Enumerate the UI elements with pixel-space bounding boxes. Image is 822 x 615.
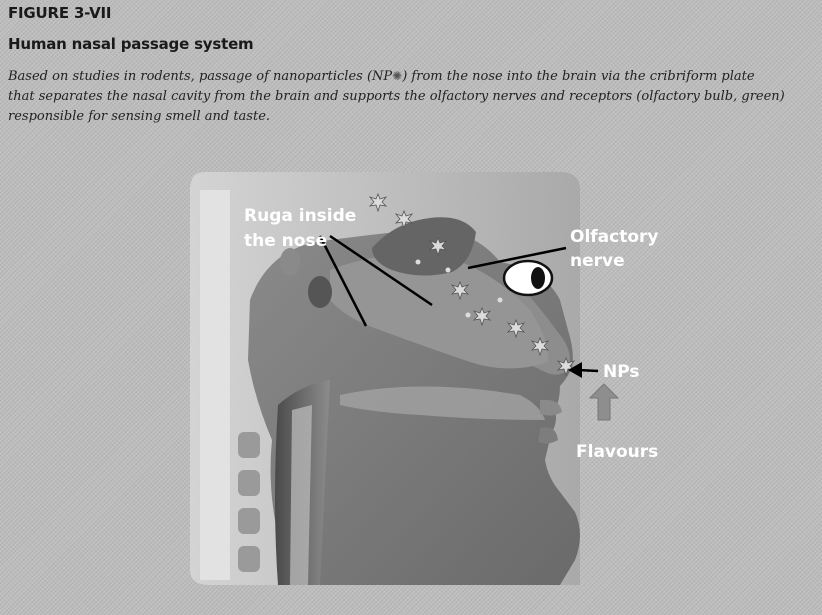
- label-olfactory-line-1: Olfactory: [570, 227, 659, 247]
- nanoparticle-dot: [498, 298, 503, 303]
- pupil: [531, 267, 545, 289]
- nanoparticle-dot: [416, 260, 421, 265]
- nanoparticle-dot: [466, 313, 471, 318]
- sinus-dark-spot: [308, 276, 332, 308]
- nanoparticle-dot: [446, 268, 451, 273]
- label-nps: NPs: [603, 362, 640, 382]
- flavours-arrow: [590, 384, 618, 420]
- vertebra-4: [238, 546, 260, 572]
- label-ruga-line-2: the nose: [244, 231, 327, 251]
- vertebra-2: [238, 470, 260, 496]
- vertebra-1: [238, 432, 260, 458]
- spine-strip: [200, 190, 230, 580]
- label-olfactory-line-2: nerve: [570, 251, 625, 271]
- label-flavours: Flavours: [576, 442, 658, 462]
- vertebra-3: [238, 508, 260, 534]
- sinus-light-spot: [280, 248, 300, 276]
- label-ruga-line-1: Ruga inside: [244, 206, 356, 226]
